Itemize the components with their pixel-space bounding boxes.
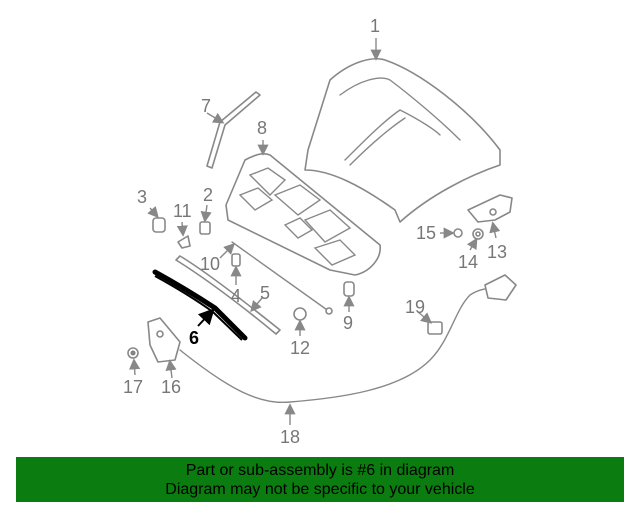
callout-11: 11 bbox=[173, 201, 192, 221]
banner-line-part: Part or sub-assembly is #6 in diagram bbox=[185, 462, 455, 479]
callout-7: 7 bbox=[201, 96, 211, 116]
callout-6: 6 bbox=[189, 328, 199, 348]
retainer-clip[interactable] bbox=[231, 253, 241, 267]
callout-3: 3 bbox=[137, 187, 147, 207]
clip[interactable] bbox=[177, 235, 191, 249]
hood-latch[interactable] bbox=[147, 317, 181, 363]
hinge-nut[interactable] bbox=[472, 228, 484, 240]
hood-bumper[interactable] bbox=[199, 221, 211, 235]
prop-rod[interactable] bbox=[231, 241, 333, 315]
banner-line-disclaimer: Diagram may not be specific to your vehi… bbox=[165, 481, 475, 498]
hood-hinge[interactable] bbox=[467, 194, 513, 223]
callout-17: 17 bbox=[123, 377, 143, 397]
callout-14: 14 bbox=[458, 252, 478, 272]
part-info-banner: Part or sub-assembly is #6 in diagram Di… bbox=[16, 457, 624, 502]
callout-15: 15 bbox=[416, 223, 436, 243]
hinge-bolt[interactable] bbox=[453, 228, 463, 238]
callout-2: 2 bbox=[203, 185, 213, 205]
callout-8: 8 bbox=[257, 118, 267, 138]
callout-1: 1 bbox=[370, 16, 380, 36]
callout-5: 5 bbox=[260, 283, 270, 303]
grommet[interactable] bbox=[152, 217, 166, 233]
callout-19: 19 bbox=[405, 297, 425, 317]
callout-10: 10 bbox=[200, 254, 220, 274]
release-cable[interactable] bbox=[179, 287, 506, 404]
cap[interactable] bbox=[293, 307, 307, 321]
latch-bolt[interactable] bbox=[127, 347, 139, 359]
callout-18: 18 bbox=[280, 427, 300, 447]
hood-panel[interactable] bbox=[304, 58, 501, 223]
rubber-bumper[interactable] bbox=[343, 281, 355, 297]
cable-handle[interactable] bbox=[484, 274, 517, 301]
cable-clip[interactable] bbox=[427, 321, 443, 335]
callout-13: 13 bbox=[487, 242, 507, 262]
callout-4: 4 bbox=[231, 286, 241, 306]
callout-9: 9 bbox=[343, 313, 353, 333]
callout-16: 16 bbox=[161, 377, 181, 397]
weatherstrip[interactable] bbox=[175, 255, 281, 335]
callout-12: 12 bbox=[290, 338, 310, 358]
hood-inner-panel[interactable] bbox=[225, 153, 381, 276]
parts-diagram: 1 2 3 4 5 6 7 8 9 10 11 12 13 14 15 16 1… bbox=[123, 16, 517, 447]
